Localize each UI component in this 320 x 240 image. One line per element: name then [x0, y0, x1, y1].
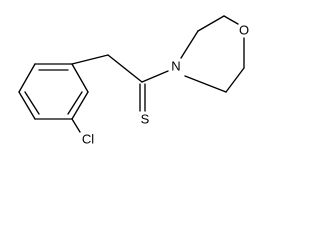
- sulfur-atom-label: S: [141, 111, 150, 126]
- ring-inner-double-bond-2: [67, 91, 83, 115]
- morpholine-bond-c2-c3: [197, 15, 225, 32]
- ring-to-ch2-bond: [71, 54, 109, 65]
- oxygen-atom-label: O: [239, 22, 249, 37]
- chlorine-atom-label: Cl: [82, 131, 94, 146]
- ring-bond-5: [18, 91, 36, 120]
- benzene-ring: [18, 63, 89, 120]
- thiocarbonyl-to-nitrogen-bond: [141, 70, 169, 83]
- ring-inner-double-bond-3: [24, 91, 40, 115]
- chemical-structure: O N S Cl: [18, 15, 249, 146]
- ring-bond-6: [18, 63, 36, 93]
- ring-bond-3: [71, 91, 89, 120]
- morpholine-bond-c6-n: [184, 75, 227, 93]
- ring-bond-2: [71, 63, 89, 93]
- ring-to-chlorine-bond: [71, 118, 81, 133]
- morpholine-bond-c5-c6: [225, 67, 245, 93]
- morpholine-ring: [180, 15, 245, 93]
- morpholine-bond-n-c2: [180, 30, 199, 59]
- nitrogen-atom-label: N: [171, 58, 180, 73]
- ch2-to-thiocarbonyl-bond: [107, 54, 143, 83]
- morpholine-bond-c3-o: [223, 15, 239, 25]
